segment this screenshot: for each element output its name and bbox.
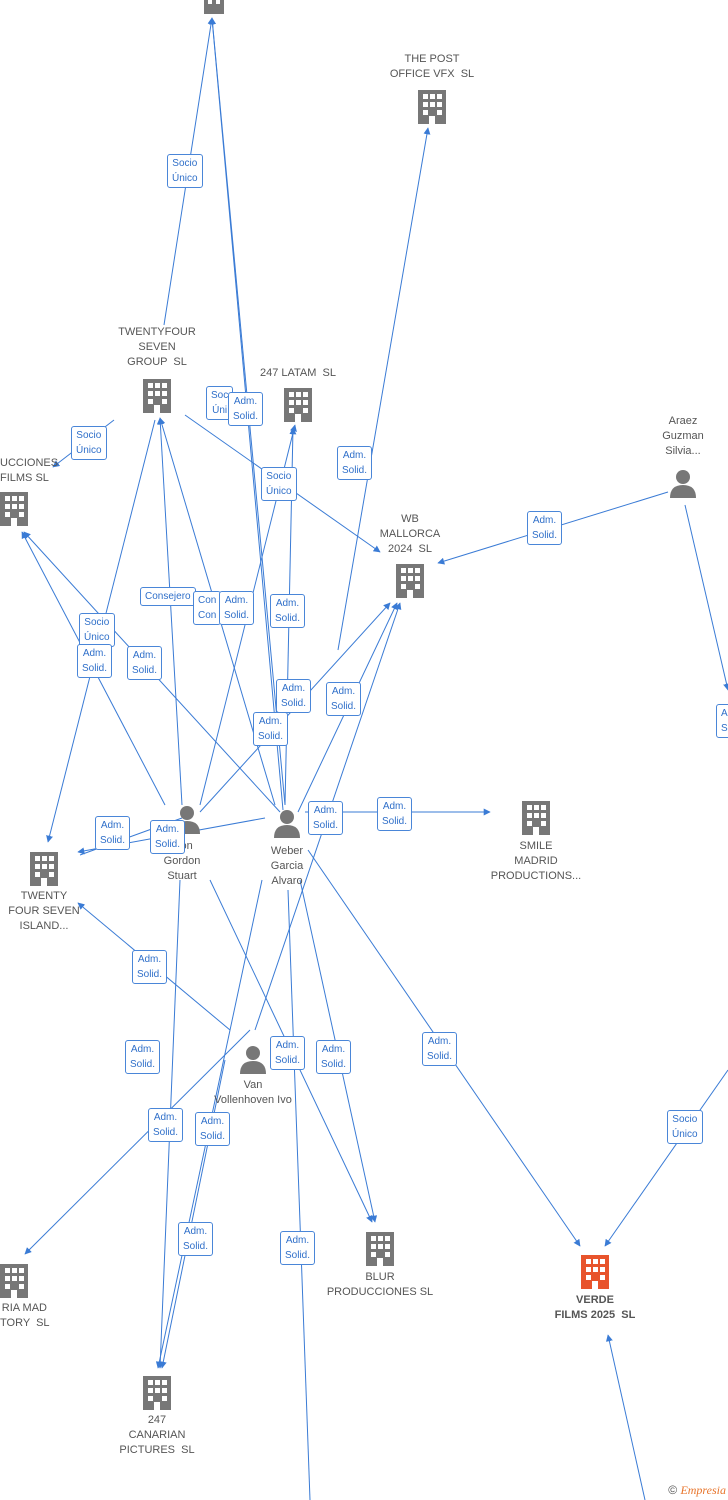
company-node-verde[interactable]: VERDE FILMS 2025 SL bbox=[555, 1253, 635, 1321]
company-node-post-office[interactable]: THE POST OFFICE VFX SL bbox=[390, 53, 474, 129]
building-icon bbox=[0, 1264, 28, 1298]
edge-label[interactable]: Adm. Solid. bbox=[270, 1036, 306, 1070]
edge-label[interactable]: Adm. Solid. bbox=[270, 594, 306, 628]
person-label: Araez Guzman Silvia... bbox=[662, 415, 704, 457]
person-icon bbox=[670, 470, 696, 498]
company-label: WB MALLORCA 2024 SL bbox=[379, 513, 441, 555]
building-icon bbox=[396, 564, 424, 598]
edge-label[interactable]: Adm. Solid. bbox=[95, 816, 131, 850]
building-icon bbox=[284, 388, 312, 422]
footer-credit: © Empresia bbox=[668, 1483, 726, 1498]
edge-label[interactable]: Socio Único bbox=[167, 154, 203, 188]
building-icon bbox=[0, 492, 28, 526]
person-icon bbox=[240, 1046, 266, 1074]
building-icon bbox=[366, 1232, 394, 1266]
company-node-blur[interactable]: BLUR PRODUCCIONES SL bbox=[327, 1230, 433, 1298]
edge-label[interactable]: Adm. Solid. bbox=[527, 511, 563, 545]
edge-label[interactable]: Adm. Solid. bbox=[148, 1108, 184, 1142]
edge-label[interactable]: Adm. Solid. bbox=[132, 950, 168, 984]
edge-label[interactable]: A S bbox=[716, 704, 728, 738]
edge-label[interactable]: Adm. Solid. bbox=[228, 392, 264, 426]
person-node-weber[interactable]: Weber Garcia Alvaro bbox=[271, 808, 303, 887]
company-node-twentyfour[interactable]: TWENTYFOUR SEVEN GROUP SL bbox=[118, 326, 196, 418]
company-node-producciones[interactable] bbox=[0, 490, 31, 531]
edge-label[interactable]: Socio Único bbox=[261, 467, 297, 501]
company-label-producciones: UCCIONES FILMS SL bbox=[0, 457, 59, 484]
edge-label[interactable]: Adm. Solid. bbox=[316, 1040, 352, 1074]
edge-label[interactable]: Socio Único bbox=[667, 1110, 703, 1144]
edge-label[interactable]: Socio Único bbox=[71, 426, 107, 460]
person-label: Van Vollenhoven Ivo bbox=[214, 1079, 292, 1106]
edge-label[interactable]: Adm. Solid. bbox=[422, 1032, 458, 1066]
building-icon bbox=[418, 90, 446, 124]
edge-label[interactable]: Adm. Solid. bbox=[77, 644, 113, 678]
company-label: VERDE FILMS 2025 SL bbox=[554, 1294, 636, 1321]
building-icon bbox=[143, 1376, 171, 1410]
person-node-araez[interactable]: Araez Guzman Silvia... bbox=[662, 415, 704, 503]
edge-label[interactable]: Adm. Solid. bbox=[127, 646, 163, 680]
edge-label[interactable]: Adm. Solid. bbox=[125, 1040, 161, 1074]
company-label: TWENTYFOUR SEVEN GROUP SL bbox=[118, 326, 196, 368]
edge-label[interactable]: Socio Único bbox=[79, 613, 115, 647]
company-label-ria: RIA MAD TORY SL bbox=[0, 1302, 50, 1329]
edge-label[interactable]: Consejero bbox=[140, 587, 196, 606]
edge-label[interactable]: Adm. Solid. bbox=[219, 591, 255, 625]
building-icon bbox=[143, 379, 171, 413]
company-node-wb[interactable]: WB MALLORCA 2024 SL bbox=[380, 513, 440, 603]
company-node-smile[interactable]: SMILE MADRID PRODUCTIONS... bbox=[491, 799, 581, 882]
person-label: Weber Garcia Alvaro bbox=[270, 845, 304, 887]
person-icon bbox=[274, 810, 300, 838]
edge-label[interactable]: Adm. Solid. bbox=[276, 679, 312, 713]
edge-label[interactable]: Adm. Solid. bbox=[326, 682, 362, 716]
edge-label[interactable]: Adm. Solid. bbox=[195, 1112, 231, 1146]
company-label: THE POST OFFICE VFX SL bbox=[389, 53, 475, 80]
building-icon bbox=[204, 0, 224, 14]
edge-label[interactable]: Adm. Solid. bbox=[253, 712, 289, 746]
edge-label[interactable]: Adm. Solid. bbox=[178, 1222, 214, 1256]
company-node-ria[interactable] bbox=[0, 1262, 31, 1303]
company-label: SMILE MADRID PRODUCTIONS... bbox=[490, 840, 582, 882]
person-node-van[interactable]: Van Vollenhoven Ivo bbox=[214, 1044, 292, 1106]
company-node-island[interactable]: TWENTY FOUR SEVEN ISLAND... bbox=[8, 850, 80, 932]
building-icon bbox=[30, 852, 58, 886]
building-icon bbox=[581, 1255, 609, 1289]
edge-label[interactable]: Adm. Solid. bbox=[308, 801, 344, 835]
company-label: BLUR PRODUCCIONES SL bbox=[326, 1271, 434, 1298]
company-node-top[interactable] bbox=[199, 0, 229, 19]
company-label: 247 LATAM SL bbox=[259, 367, 337, 379]
edge-label[interactable]: Adm. Solid. bbox=[280, 1231, 316, 1265]
company-label: 247 CANARIAN PICTURES SL bbox=[119, 1414, 195, 1456]
building-icon bbox=[522, 801, 550, 835]
company-label: TWENTY FOUR SEVEN ISLAND... bbox=[8, 890, 80, 932]
company-node-latam[interactable]: 247 LATAM SL bbox=[260, 367, 336, 427]
edge-label[interactable]: Con Con bbox=[193, 591, 222, 625]
company-node-canarian[interactable]: 247 CANARIAN PICTURES SL bbox=[119, 1374, 195, 1456]
copyright-icon: © bbox=[668, 1483, 678, 1497]
edge-label[interactable]: Adm. Solid. bbox=[150, 820, 186, 854]
edge-label[interactable]: Adm. Solid. bbox=[377, 797, 413, 831]
brand-logo[interactable]: Empresia bbox=[680, 1483, 726, 1497]
edge-label[interactable]: Adm. Solid. bbox=[337, 446, 373, 480]
